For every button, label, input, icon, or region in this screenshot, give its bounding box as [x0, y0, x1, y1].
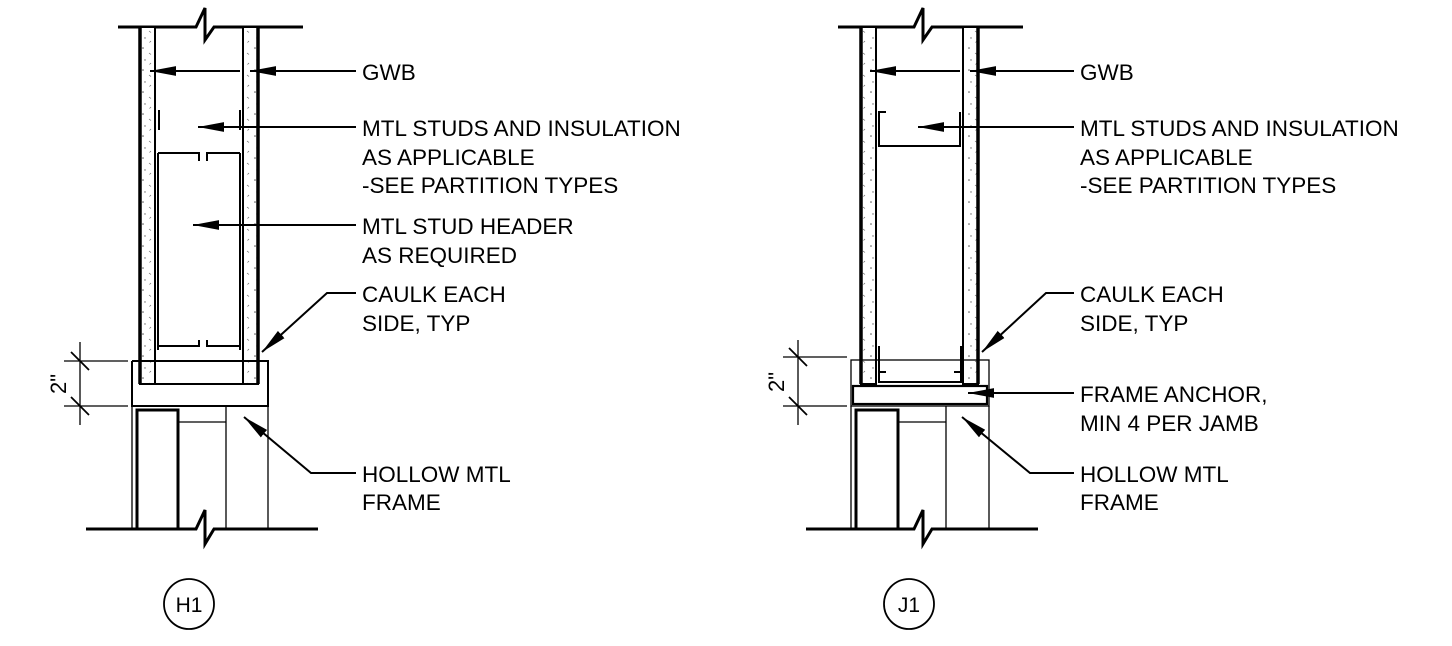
leader-caulk-j1: [981, 292, 1074, 353]
break-line-bottom-j1: [806, 509, 1038, 550]
break-line-bottom-h1: [86, 509, 318, 550]
note-frame-j1: HOLLOW MTL FRAME: [1080, 462, 1234, 515]
break-line-top-h1: [118, 7, 303, 45]
note-gwb-j1: GWB: [1080, 60, 1134, 85]
note-frame-h1: HOLLOW MTL FRAME: [362, 462, 516, 515]
detail-tag-j1: J1: [883, 578, 935, 630]
leader-caulk-h1: [261, 292, 356, 353]
detail-j1: 2" GWB MTL STUDS AND INSULATION AS APPLI…: [764, 7, 1405, 630]
leader-frame-h1: [243, 416, 356, 474]
gwb-right-j1: [962, 26, 979, 385]
leader-frame-j1: [961, 416, 1074, 474]
detail-h1: 2" GWB MTL STUDS AND INSULATION AS APPLI…: [46, 7, 687, 630]
note-caulk-h1: CAULK EACH SIDE, TYP: [362, 282, 512, 336]
hollow-mtl-frame-j1: [850, 406, 990, 529]
dimension-label: 2": [46, 374, 71, 394]
dimension-2in-j1: 2": [764, 340, 847, 425]
svg-text:J1: J1: [898, 594, 920, 617]
detail-tag-h1: H1: [163, 578, 215, 630]
note-studs-h1: MTL STUDS AND INSULATION AS APPLICABLE -…: [362, 116, 687, 198]
mtl-stud-header-h1: [155, 110, 243, 385]
hollow-mtl-frame-h1: [131, 360, 269, 529]
break-line-top-j1: [838, 7, 1023, 45]
svg-text:H1: H1: [176, 594, 203, 617]
dimension-2in-h1: 2": [46, 342, 128, 425]
gwb-right-h1: [242, 26, 259, 385]
dimension-label: 2": [764, 372, 789, 392]
mtl-studs-j1: [878, 111, 962, 383]
gwb-left-h1: [139, 26, 156, 385]
note-header-h1: MTL STUD HEADER AS REQUIRED: [362, 214, 580, 268]
note-gwb-h1: GWB: [362, 60, 416, 85]
gwb-left-j1: [860, 26, 877, 385]
note-anchor-j1: FRAME ANCHOR, MIN 4 PER JAMB: [1080, 382, 1274, 436]
note-caulk-j1: CAULK EACH SIDE, TYP: [1080, 282, 1230, 336]
note-studs-j1: MTL STUDS AND INSULATION AS APPLICABLE -…: [1080, 116, 1405, 198]
